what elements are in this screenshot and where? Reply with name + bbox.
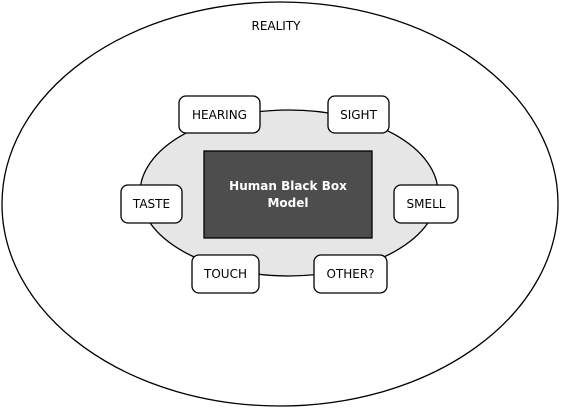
black-box-title-line2: Model	[267, 196, 308, 210]
reality-label: REALITY	[251, 19, 301, 33]
sense-taste-label: TASTE	[132, 197, 170, 211]
sense-sight-box	[327, 95, 390, 134]
black-box-title-line1: Human Black Box	[229, 179, 347, 193]
sense-sight: SIGHT	[327, 95, 390, 134]
human-black-box: Human Black Box Model	[203, 150, 373, 239]
sense-smell-label: SMELL	[407, 197, 446, 211]
sense-smell: SMELL	[393, 184, 459, 224]
sense-touch-box	[191, 254, 260, 294]
sense-taste: TASTE	[120, 184, 183, 224]
sense-sight-label: SIGHT	[340, 108, 377, 122]
sense-other-label: OTHER?	[326, 267, 374, 281]
sense-hearing-label: HEARING	[192, 108, 247, 122]
sense-smell-box	[393, 184, 459, 224]
sense-taste-box	[120, 184, 183, 224]
sense-touch: TOUCH	[191, 254, 260, 294]
sense-hearing-box	[178, 95, 261, 134]
sense-touch-label: TOUCH	[203, 267, 247, 281]
sense-other: OTHER?	[313, 254, 388, 294]
sense-other-box	[313, 254, 388, 294]
sense-hearing: HEARING	[178, 95, 261, 134]
black-box-rect	[203, 150, 373, 239]
